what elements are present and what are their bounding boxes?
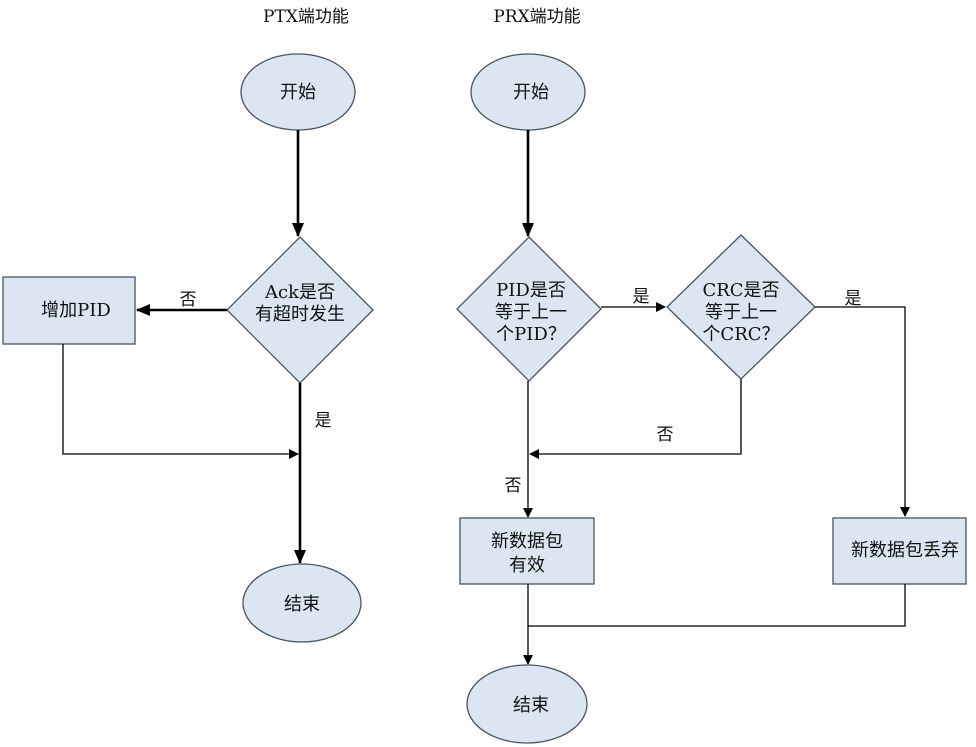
ptx-edge-no-label: 否: [180, 290, 197, 310]
prx-packet-valid-box: 新数据包 有效: [459, 517, 595, 585]
prx-title: PRX端功能: [493, 7, 580, 27]
prx-edge-crc-no-label: 否: [657, 425, 674, 445]
prx-pid-decision-line1: PID是否: [496, 280, 566, 301]
prx-valid-line1: 新数据包: [491, 531, 563, 552]
prx-crc-decision-line1: CRC是否: [702, 280, 779, 301]
ptx-arrow-increment-to-merge: [62, 344, 299, 459]
prx-discard-label: 新数据包丢弃: [851, 540, 959, 561]
ptx-start-label: 开始: [280, 82, 316, 103]
ptx-decision-line1: Ack是否: [264, 282, 335, 303]
prx-arrow-crc-no-to-merge: [529, 379, 742, 459]
prx-pid-decision: PID是否 等于上一 个PID？: [456, 236, 602, 382]
ptx-increment-pid-box: 增加PID: [2, 276, 136, 345]
ptx-timeout-decision: Ack是否 有超时发生: [226, 236, 374, 384]
prx-edge-crc-yes-label: 是: [845, 289, 862, 309]
prx-pid-decision-line3: 个PID？: [496, 324, 566, 345]
prx-crc-decision-line2: 等于上一: [705, 302, 777, 323]
prx-edge-pid-yes-label: 是: [633, 287, 650, 307]
prx-edge-pid-no-label: 否: [505, 476, 522, 496]
prx-end-label: 结束: [513, 695, 549, 716]
prx-valid-line2: 有效: [509, 555, 545, 576]
ptx-end-label: 结束: [284, 594, 320, 615]
prx-start-node: 开始: [470, 53, 586, 131]
prx-packet-discard-box: 新数据包丢弃: [832, 517, 967, 585]
prx-pid-decision-line2: 等于上一: [495, 302, 567, 323]
prx-end-node: 结束: [466, 664, 588, 744]
ptx-edge-yes-label: 是: [315, 411, 332, 431]
ptx-title: PTX端功能: [263, 7, 349, 27]
prx-crc-decision-line3: 个CRC？: [702, 324, 779, 345]
ptx-end-node: 结束: [242, 563, 362, 643]
ptx-decision-line2: 有超时发生: [255, 304, 345, 325]
ptx-increment-label: 增加PID: [41, 300, 111, 321]
ptx-start-node: 开始: [240, 53, 356, 131]
prx-line-discard-to-merge: [528, 584, 906, 627]
prx-start-label: 开始: [513, 82, 549, 103]
prx-arrow-crc-yes-to-discard: [815, 306, 910, 517]
prx-crc-decision: CRC是否 等于上一 个CRC？: [666, 234, 816, 380]
